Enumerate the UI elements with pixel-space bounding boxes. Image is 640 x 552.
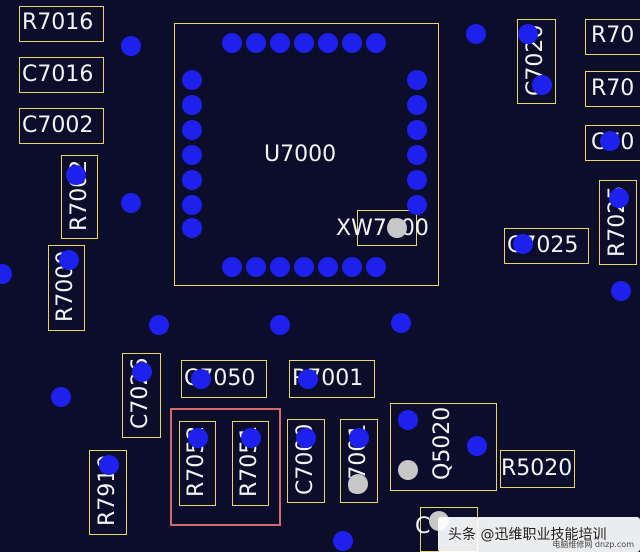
r7001-outline[interactable]	[289, 360, 375, 398]
pad[interactable]	[398, 460, 418, 480]
pad[interactable]	[241, 428, 261, 448]
pad[interactable]	[407, 195, 427, 215]
pad[interactable]	[513, 234, 533, 254]
c7002-label: C7002	[22, 113, 94, 138]
pad[interactable]	[366, 257, 386, 277]
pad[interactable]	[191, 369, 211, 389]
pad[interactable]	[298, 369, 318, 389]
pad[interactable]	[342, 33, 362, 53]
c7020-outline[interactable]	[517, 19, 556, 104]
pad[interactable]	[318, 257, 338, 277]
pad[interactable]	[609, 188, 629, 208]
watermark-text: 头条 @迅维职业技能培训	[448, 527, 607, 543]
pad[interactable]	[99, 455, 119, 475]
selection-highlight-box	[170, 408, 281, 526]
r7002-outline[interactable]	[61, 155, 98, 239]
q5020-outline[interactable]	[390, 403, 497, 491]
pad[interactable]	[366, 33, 386, 53]
c7025-outline[interactable]	[504, 228, 589, 264]
pad[interactable]	[398, 410, 418, 430]
r7919-outline[interactable]	[89, 450, 127, 535]
pad[interactable]	[518, 24, 538, 44]
xw7000-label: XW7000	[336, 216, 429, 241]
pad[interactable]	[407, 120, 427, 140]
pad[interactable]	[66, 165, 86, 185]
pad[interactable]	[294, 257, 314, 277]
pad[interactable]	[182, 170, 202, 190]
pad[interactable]	[532, 75, 552, 95]
pad[interactable]	[348, 474, 368, 494]
c7000-outline[interactable]	[287, 419, 325, 503]
c7016-outline[interactable]	[19, 57, 104, 93]
u7000-label: U7000	[264, 142, 337, 167]
pad[interactable]	[342, 257, 362, 277]
pad[interactable]	[270, 33, 290, 53]
u7000-outline[interactable]	[174, 23, 439, 286]
r7000-outline[interactable]	[48, 245, 85, 331]
watermark-badge: 头条 @迅维职业技能培训 电脑维修网 dnzp.com	[438, 517, 640, 552]
c7016-label: C7016	[22, 62, 94, 87]
pad[interactable]	[296, 428, 316, 448]
r70-top-label: R70	[591, 23, 635, 48]
pad[interactable]	[387, 218, 407, 238]
pad[interactable]	[121, 36, 141, 56]
pad[interactable]	[391, 313, 411, 333]
pad[interactable]	[0, 264, 12, 284]
pad[interactable]	[222, 33, 242, 53]
c70-right-outline[interactable]	[585, 125, 640, 161]
pad[interactable]	[182, 218, 202, 238]
pad[interactable]	[333, 531, 353, 551]
pad[interactable]	[407, 145, 427, 165]
pad[interactable]	[407, 170, 427, 190]
r7025-outline[interactable]	[599, 180, 637, 265]
pad[interactable]	[611, 281, 631, 301]
pad[interactable]	[182, 70, 202, 90]
pad[interactable]	[246, 33, 266, 53]
pad[interactable]	[407, 95, 427, 115]
pad[interactable]	[407, 70, 427, 90]
xw7000-outline[interactable]	[357, 210, 417, 246]
pad[interactable]	[188, 428, 208, 448]
c-bottom-label: C	[415, 514, 431, 539]
r70-top-outline[interactable]	[585, 19, 640, 55]
c7001-outline[interactable]	[340, 419, 378, 503]
pad[interactable]	[466, 24, 486, 44]
r70-mid-label: R70	[591, 76, 635, 101]
pad[interactable]	[222, 257, 242, 277]
pad[interactable]	[51, 387, 71, 407]
watermark-site: 电脑维修网 dnzp.com	[552, 540, 634, 549]
pad[interactable]	[182, 195, 202, 215]
pad[interactable]	[149, 315, 169, 335]
c7002-outline[interactable]	[19, 108, 104, 144]
r5020-label: R5020	[501, 456, 573, 481]
pad[interactable]	[182, 145, 202, 165]
pad[interactable]	[270, 315, 290, 335]
r7016-outline[interactable]	[19, 6, 104, 42]
r7051-outline[interactable]	[232, 421, 269, 506]
pad[interactable]	[318, 33, 338, 53]
q5020-label: Q5020	[430, 406, 455, 480]
pad[interactable]	[467, 436, 487, 456]
pad[interactable]	[182, 120, 202, 140]
pad[interactable]	[132, 362, 152, 382]
r7052-outline[interactable]	[179, 421, 216, 506]
pad[interactable]	[59, 250, 79, 270]
pad[interactable]	[182, 95, 202, 115]
pad[interactable]	[349, 428, 369, 448]
c7050-outline[interactable]	[181, 360, 267, 398]
pad[interactable]	[246, 257, 266, 277]
pad[interactable]	[600, 131, 620, 151]
pad[interactable]	[294, 33, 314, 53]
pad[interactable]	[270, 257, 290, 277]
pad[interactable]	[121, 193, 141, 213]
r7016-label: R7016	[22, 10, 94, 35]
r5020-outline[interactable]	[500, 450, 575, 488]
c7026-outline[interactable]	[122, 353, 161, 438]
r70-mid-outline[interactable]	[585, 71, 640, 107]
